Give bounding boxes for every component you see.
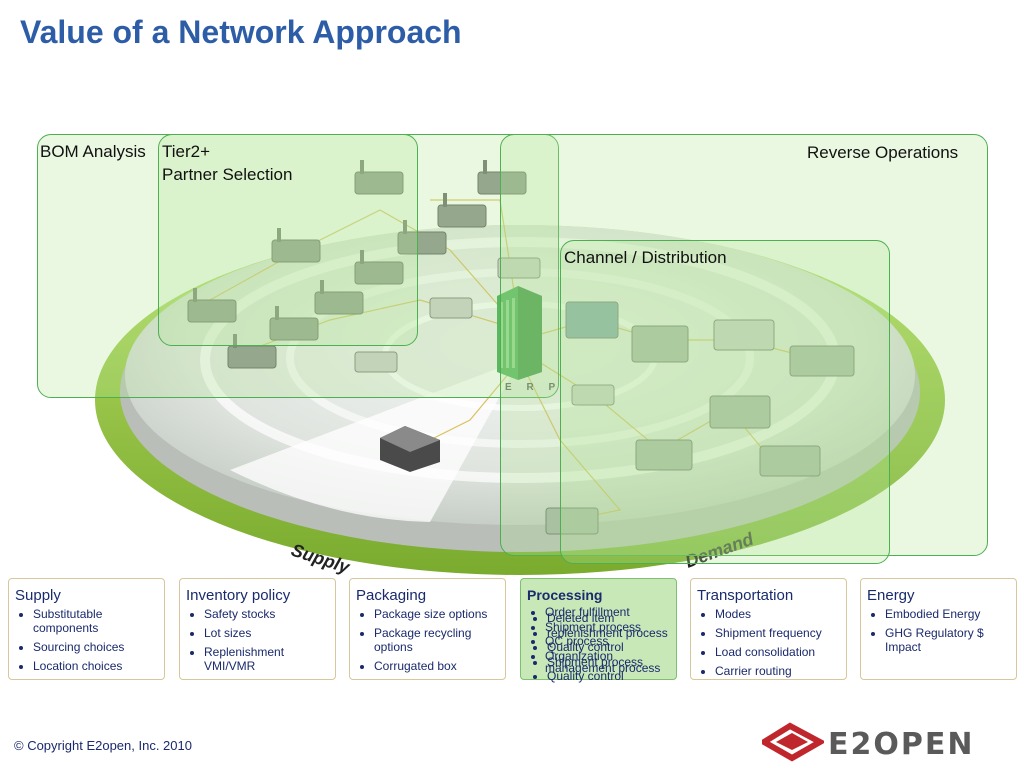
list-item: Quality control — [547, 670, 668, 683]
inventory-card-title: Inventory policy — [186, 587, 291, 604]
list-item: Quality control — [547, 641, 668, 654]
list-item: Carrier routing — [715, 664, 840, 678]
tier2-partner-zone — [158, 134, 418, 346]
list-item: GHG Regulatory $ Impact — [885, 626, 1010, 654]
erp-label: E R P — [505, 382, 562, 393]
partner-selection-label: Partner Selection — [162, 165, 293, 184]
warehouse — [380, 426, 440, 472]
e2open-logo-icon — [762, 722, 824, 762]
packaging-card-title: Packaging — [356, 587, 427, 604]
inventory-card: Inventory policy Safety stocks Lot sizes… — [179, 578, 336, 680]
list-item: Substitutable components — [33, 607, 158, 635]
copyright-text: © Copyright E2open, Inc. 2010 — [14, 738, 192, 753]
list-item: Modes — [715, 607, 840, 621]
energy-card: Energy Embodied Energy GHG Regulatory $ … — [860, 578, 1017, 680]
list-item: Deleted item — [547, 612, 668, 625]
bom-analysis-label: BOM Analysis — [40, 142, 146, 161]
supply-card: Supply Substitutable components Sourcing… — [8, 578, 165, 680]
list-item: Replenishment VMI/VMR — [204, 645, 329, 673]
disc-wedge — [230, 360, 520, 522]
transportation-card: Transportation Modes Shipment frequency … — [690, 578, 847, 680]
processing-card: Processing Order fulfillment Shipment pr… — [520, 578, 677, 683]
reverse-operations-zone — [500, 134, 988, 556]
list-item: Shipment frequency — [715, 626, 840, 640]
channel-distribution-zone — [560, 240, 890, 564]
list-item: Corrugated box — [374, 659, 499, 673]
list-item: replenishment process — [547, 626, 668, 640]
page-title: Value of a Network Approach — [20, 14, 462, 50]
tier2-label: Tier2+ — [162, 142, 211, 161]
factory-chimneys — [193, 160, 487, 348]
list-item: Shipment process — [545, 620, 670, 634]
list-item: Embodied Energy — [885, 607, 1010, 621]
list-item: Order fulfillment — [545, 606, 670, 619]
energy-card-title: Energy — [867, 587, 915, 604]
list-item: Shipment process — [547, 655, 668, 669]
processing-card-title: Processing — [527, 587, 603, 603]
supplier-factories — [187, 171, 527, 369]
channel-distribution-label: Channel / Distribution — [564, 248, 727, 267]
transportation-card-title: Transportation — [697, 587, 794, 604]
list-item: Sourcing choices — [33, 640, 158, 654]
list-item: Package size options — [374, 607, 499, 621]
list-item: Lot sizes — [204, 626, 329, 640]
reverse-operations-label: Reverse Operations — [807, 143, 959, 162]
list-item: Package recycling options — [374, 626, 499, 654]
list-item: QC process — [545, 635, 670, 648]
supply-card-title: Supply — [15, 587, 61, 604]
list-item: Organization management process — [545, 649, 670, 675]
processing-plants — [354, 257, 615, 406]
list-item: Safety stocks — [204, 607, 329, 621]
e2open-logo-text: E2OPEN — [828, 727, 975, 762]
bom-analysis-zone — [37, 134, 559, 398]
packaging-card: Packaging Package size options Package r… — [349, 578, 506, 680]
list-item: Load consolidation — [715, 645, 840, 659]
erp-tower — [497, 286, 542, 380]
distribution-centers — [545, 301, 855, 535]
list-item: Location choices — [33, 659, 158, 673]
